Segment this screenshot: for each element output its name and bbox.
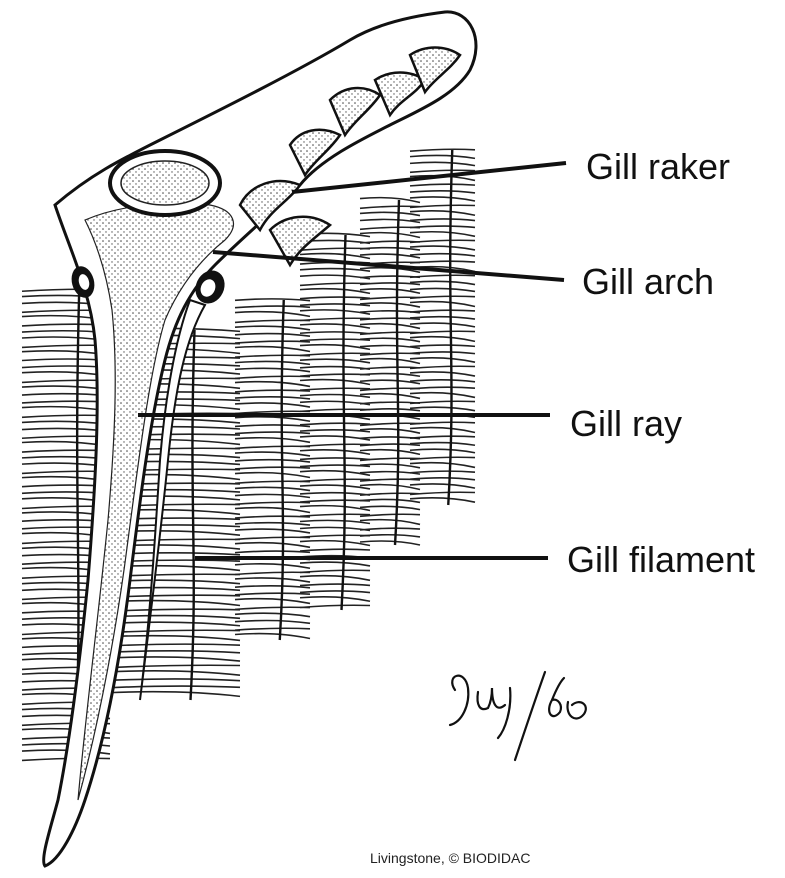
label-gill-filament: Gill filament xyxy=(567,539,755,580)
filament-column xyxy=(299,232,371,611)
label-gill-raker: Gill raker xyxy=(586,146,730,187)
credit-line: Livingstone, © BIODIDAC xyxy=(370,850,531,866)
signature xyxy=(448,670,587,762)
leader-line-gill-raker xyxy=(291,161,567,194)
leader-line-gill-arch xyxy=(212,250,565,282)
filament-column xyxy=(234,298,311,641)
label-gill-ray: Gill ray xyxy=(570,403,682,444)
gill-rakers-drawing xyxy=(238,46,462,268)
filament-column xyxy=(359,196,421,546)
leader-lines xyxy=(138,161,567,560)
gill-arch-drawing xyxy=(42,10,478,868)
label-gill-arch: Gill arch xyxy=(582,261,714,302)
